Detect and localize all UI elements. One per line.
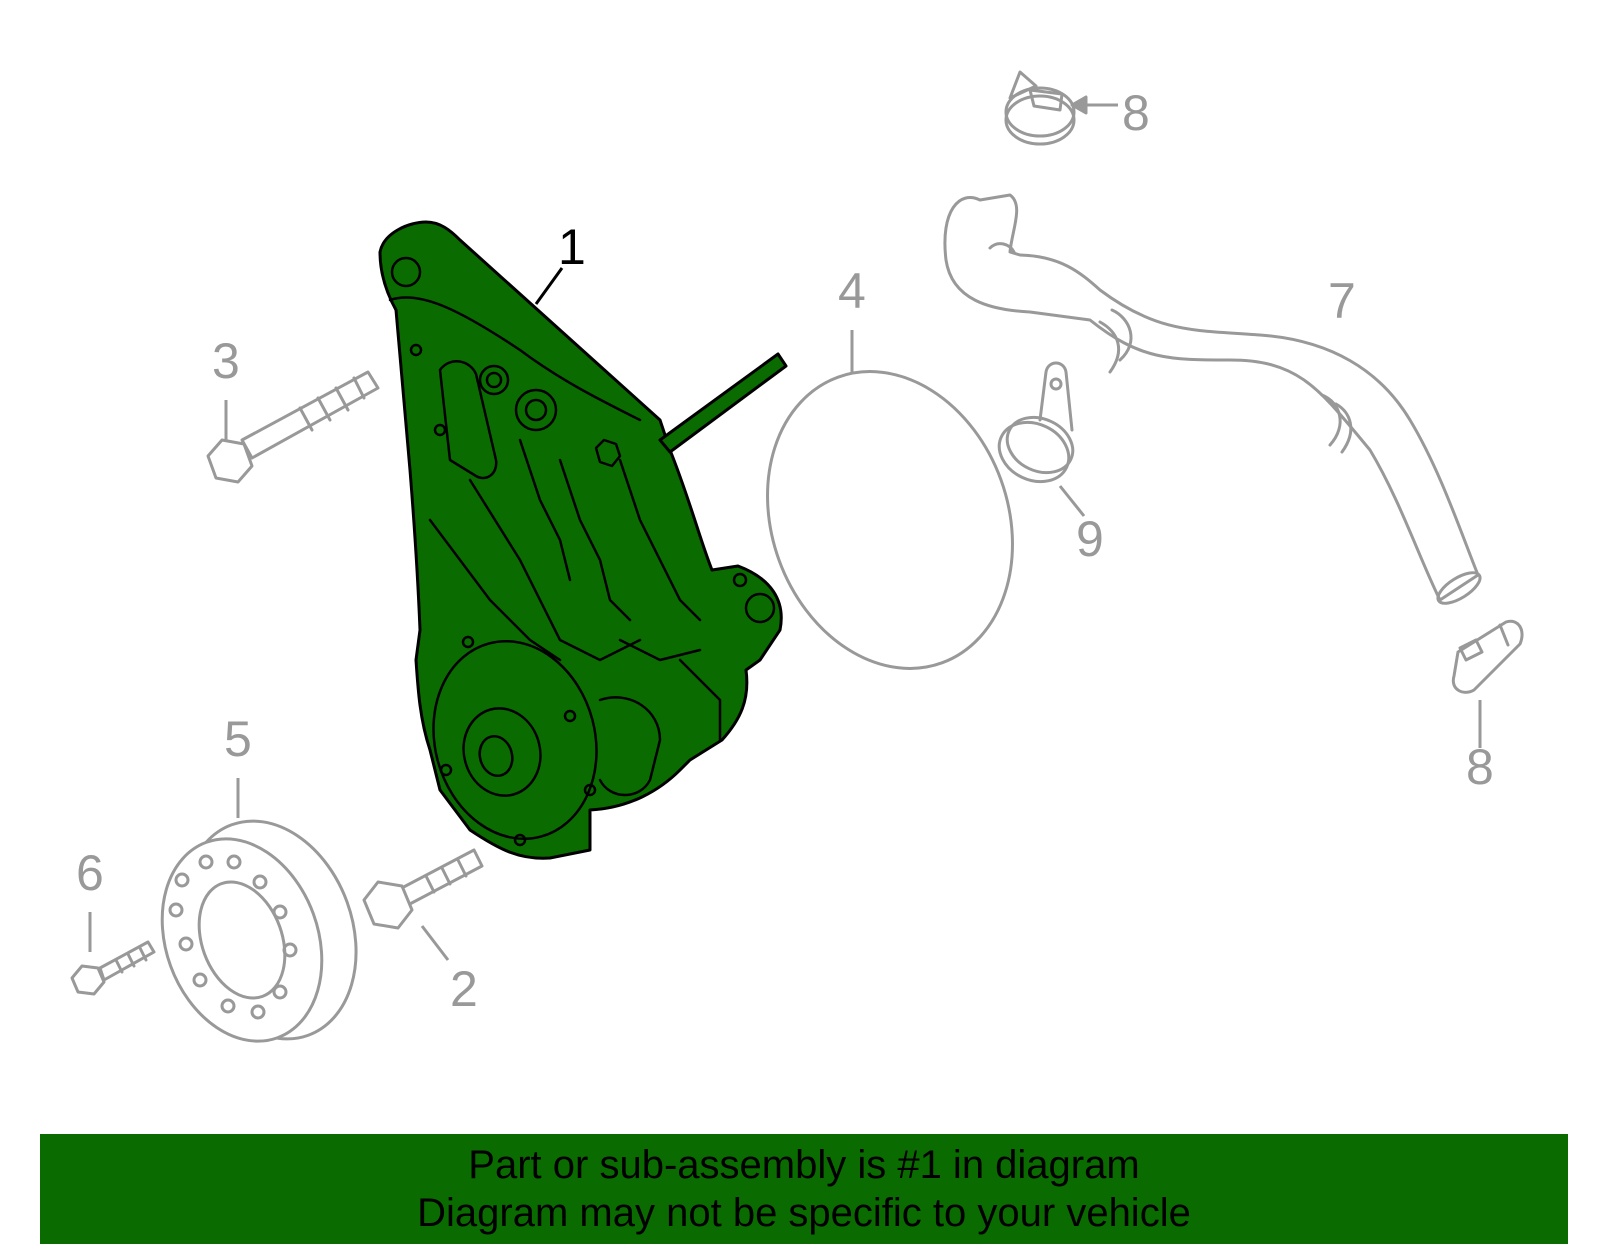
callout-9: 9 — [1076, 511, 1104, 567]
callout-1-leader — [534, 267, 564, 305]
callout-7: 7 — [1328, 273, 1356, 329]
part-6-bolt[interactable] — [70, 912, 156, 996]
part-2-bolt[interactable] — [362, 848, 484, 961]
banner-line-1: Part or sub-assembly is #1 in diagram — [468, 1143, 1140, 1187]
callout-1: 1 — [558, 219, 586, 275]
callout-4: 4 — [838, 263, 866, 319]
callout-3: 3 — [212, 333, 240, 389]
callout-8-right: 8 — [1466, 739, 1494, 795]
banner-line-2: Diagram may not be specific to your vehi… — [417, 1191, 1191, 1235]
callout-6: 6 — [76, 845, 104, 901]
part-3-bolt[interactable] — [206, 370, 380, 484]
part-1-water-pump[interactable] — [378, 220, 788, 860]
part-7-coolant-hose[interactable] — [943, 193, 1485, 609]
callout-2: 2 — [450, 961, 478, 1017]
info-banner: Part or sub-assembly is #1 in diagram Di… — [40, 1134, 1568, 1244]
part-4-gasket[interactable] — [727, 330, 1053, 703]
part-8-right-hose-clamp[interactable] — [1451, 619, 1524, 748]
part-8-top-hose-clamp[interactable] — [1004, 70, 1118, 146]
callout-8-top: 8 — [1122, 85, 1150, 141]
part-9-hose-clamp[interactable] — [990, 361, 1086, 517]
part-5-pulley[interactable] — [135, 778, 385, 1064]
callout-5: 5 — [224, 711, 252, 767]
